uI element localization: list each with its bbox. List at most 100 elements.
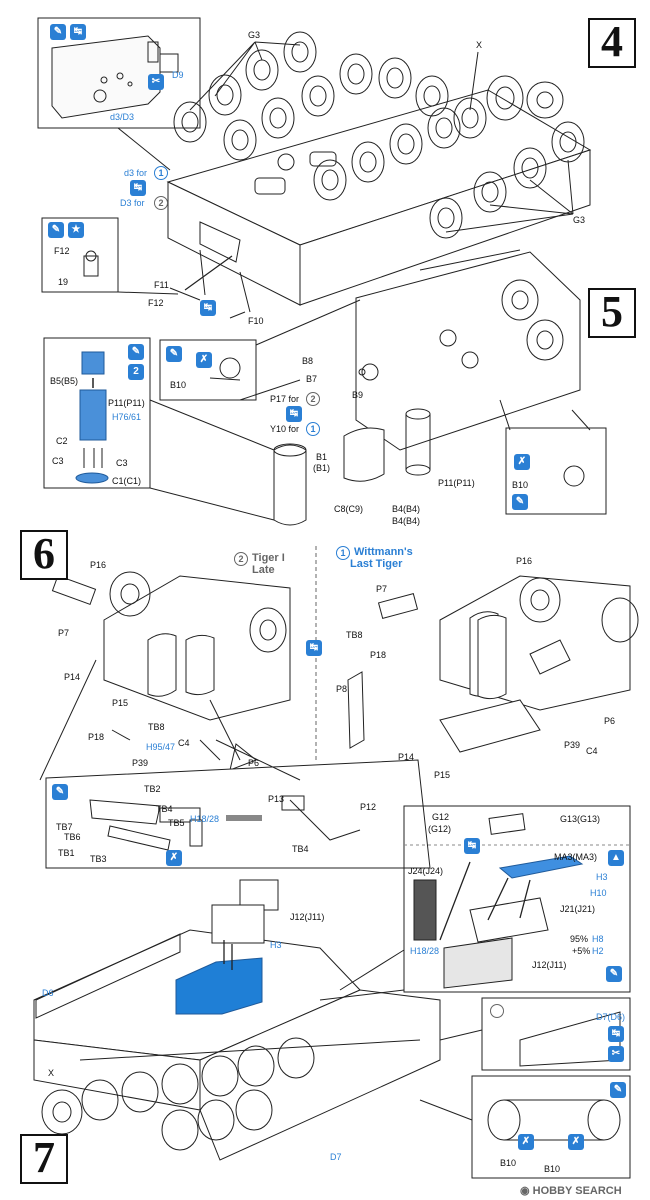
step-7-number: 7 [20,1134,68,1184]
label-pct5: +5% [572,946,591,956]
highlight-part [175,957,263,1015]
label-J12-right: J12(J11) [532,960,567,970]
paint-ref: H76/61 [112,412,142,422]
label-B5: B5(B5) [50,376,79,386]
label-P18-left: P18 [88,732,105,742]
paint-ref-h3: H3 [596,872,608,882]
label-TB8-left: TB8 [148,722,165,732]
label-P11: P11(P11) [438,478,475,488]
label-P12: P12 [360,802,377,812]
label-B8: B8 [302,356,314,366]
wittmann-title-2: Last Tiger [350,558,403,570]
version-2-icon: 2 [154,196,168,210]
glue-icon: ✎ [166,346,182,362]
label-P17for: P17 for [270,394,300,404]
label-B10-right: B10 [544,1164,561,1174]
glue-icon: ✎ [50,24,66,40]
paint-ref-h18: H18/28 [410,946,440,956]
glue-icon: ✎ [128,344,144,360]
label-B9: B9 [352,390,364,400]
label-B10-b: B10 [512,480,529,490]
version-2-icon: 2 [234,552,248,566]
paint-code-2: 2 [598,946,604,956]
glue-icon: ✎ [606,966,622,982]
label-B10-a: B10 [170,380,187,390]
remove-icon: ✗ [518,1134,534,1150]
label-C4-right: C4 [586,746,598,756]
label-C2: C2 [56,436,68,446]
label-P6-left: P6 [248,758,260,768]
label-B1-paren: (B1) [313,463,331,473]
glue-icon: ✎ [512,494,528,510]
paint-code-18b: 18 [416,946,427,956]
label-P16-left: P16 [90,560,107,570]
label-C4-left: C4 [178,738,190,748]
flip-icon: ↹ [608,1026,624,1042]
label-d3for: d3 for [124,168,148,178]
glue-icon: ✎ [610,1082,626,1098]
inset-tiger-late [481,997,631,1071]
label-B1: B1 [316,452,328,462]
label-B4-a: B4(B4) [392,504,421,514]
label-J12-main: J12(J11) [290,912,325,922]
label-P14-left: P14 [64,672,81,682]
label-C3-right: C3 [116,458,128,468]
paint-code-3b: 3 [276,940,282,950]
label-P13: P13 [268,794,285,804]
tiger-late-title-2: Late [252,564,275,576]
label-P7-right: P7 [376,584,388,594]
up-arrow-icon: ▲ [608,850,624,866]
label-P14-right: P14 [398,752,415,762]
step-4-number: 4 [588,18,636,68]
label-G3-top: G3 [248,30,261,40]
cut-icon: ✂ [148,74,164,90]
label-F12: F12 [148,298,164,308]
label-B7: B7 [306,374,318,384]
remove-icon: ✗ [514,454,530,470]
paint-ref-h2: H2 [592,946,604,956]
flip-icon: ↹ [286,406,302,422]
label-X-hull: X [48,1068,55,1078]
label-P6-right: P6 [604,716,616,726]
flip-icon: ↹ [130,180,146,196]
label-X: X [476,40,483,50]
label-P11-inset: P11(P11) [108,398,145,408]
label-TB5: TB5 [168,818,185,828]
label-TB2: TB2 [144,784,161,794]
label-F11: F11 [154,280,169,290]
label-P15-right: P15 [434,770,451,780]
star-icon: ★ [68,222,84,238]
label-G13: G13(G13) [560,814,601,824]
label-G12: G12 [432,812,450,822]
glue-icon: ✎ [48,222,64,238]
quantity-value: 2 [133,366,139,377]
paint-code-28: 28 [209,814,220,824]
version-2-icon [490,1004,504,1018]
cut-icon: ✂ [608,1046,624,1062]
label-P16-right: P16 [516,556,533,566]
paint-ref-tb: H18/28 [190,814,220,824]
quantity-icon: 2 [128,364,144,380]
label-TB8-right: TB8 [346,630,363,640]
hull-wheels [41,1037,315,1151]
paint-code-95: 95 [152,742,163,752]
flip-icon: ↹ [200,300,216,316]
label-D7D6: D7(D6) [596,1012,626,1022]
glue-icon: ✎ [52,784,68,800]
label-pct95: 95% [570,934,589,944]
road-wheels [173,31,585,239]
label-TB7: TB7 [56,822,73,832]
label-P39-right: P39 [564,740,581,750]
label-D6: D6 [42,988,54,998]
label-TB4-a: TB4 [156,804,173,814]
flip-icon: ↹ [464,838,480,854]
paint-code-28b: 28 [429,946,440,956]
paint-code-a: 76 [118,412,129,422]
label-P18-right: P18 [370,650,387,660]
label-D7: D7 [330,1152,342,1162]
label-J21: J21(J21) [560,904,596,914]
paint-ref-h10: H10 [590,888,607,898]
label-C3-left: C3 [52,456,64,466]
version-1-icon: 1 [154,166,168,180]
label-P39-left: P39 [132,758,149,768]
